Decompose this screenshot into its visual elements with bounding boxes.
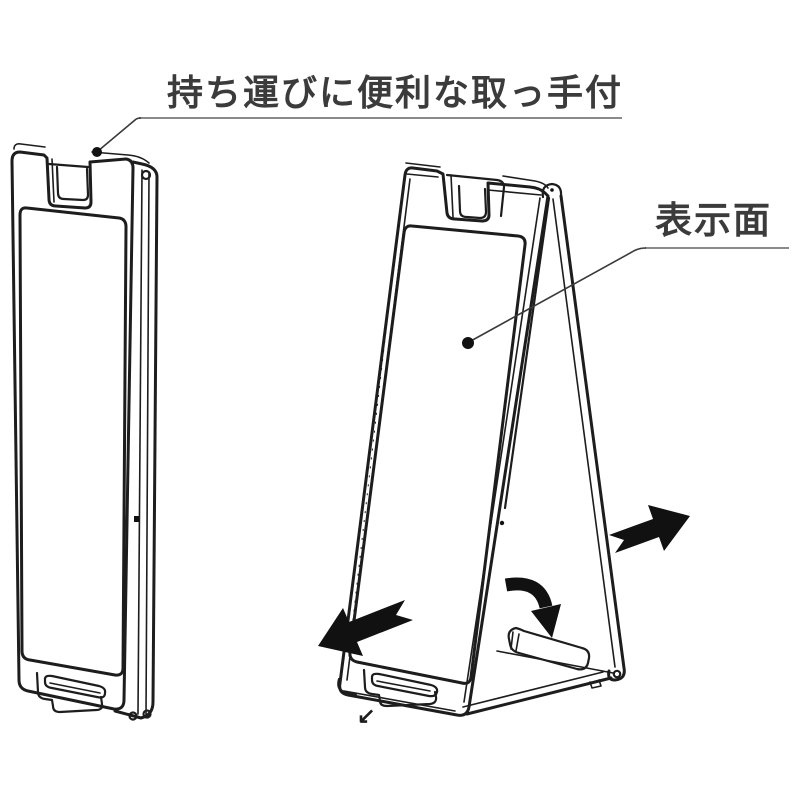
latch-dot: [134, 516, 139, 522]
unfold-direction-arrow-down-left: [318, 600, 413, 656]
handle-grip-bar: [47, 162, 90, 169]
aframe-back-right-leg-inner: [552, 198, 616, 668]
display-surface-label: 表示面: [655, 200, 772, 241]
aframe-back-left-leg: [503, 196, 551, 510]
folded-sign-back-top-edge-right: [91, 151, 150, 164]
aframe-foot-inner-line: [376, 680, 431, 692]
aframe-handle-grip-bar: [445, 173, 506, 218]
bottom-foot-inner-line: [49, 682, 101, 694]
aframe-foot-step: [362, 668, 438, 708]
base-crossbar: [507, 626, 591, 671]
folded-sign-back-top-edge: [13, 143, 46, 150]
front-top-band-right: [487, 189, 542, 196]
callout-dot-handle: [92, 147, 102, 157]
base-near-edge-inner: [462, 671, 604, 708]
aframe-handle-recess: [457, 184, 488, 220]
aframe-back-right-leg-outer: [559, 194, 626, 682]
open-a-frame-sign-stand: [337, 162, 626, 717]
handle-depth-line: [51, 158, 55, 203]
aframe-corner-foot: [337, 677, 358, 696]
hinge-pin: [550, 188, 554, 192]
front-bottom-band: [343, 690, 456, 712]
base-latch-tab: [589, 679, 602, 689]
folded-sign-front-face: [10, 150, 135, 711]
foot-cap-2: [142, 709, 152, 719]
surface-leader-line: [468, 247, 647, 343]
handle-label: 持ち運びに便利な取っ手付: [166, 72, 623, 113]
folded-sign-panel: [10, 143, 159, 721]
handle-leader-line: [97, 117, 142, 152]
leg-foot-cap: [612, 669, 622, 679]
folded-sign-display-area: [18, 206, 128, 677]
screw-dot: [499, 520, 505, 526]
aframe-back-top-edge-right: [502, 175, 549, 189]
folded-sign-side-face: [113, 160, 159, 720]
corner-direction-mark: ↙: [357, 703, 376, 728]
crossbar-end-line-2: [515, 633, 520, 652]
crossbar-end-line-1: [510, 631, 514, 650]
aframe-back-top-edge-left: [405, 162, 441, 168]
hinge-pin-hole: [140, 169, 152, 181]
fold-seam-line-2: [145, 172, 150, 717]
rotate-open-arrow: [504, 577, 561, 638]
hinge-cap: [541, 182, 563, 199]
bottom-foot-step: [35, 671, 104, 714]
unfold-direction-arrow-right: [609, 505, 690, 553]
front-right-edge-inner: [463, 197, 541, 703]
fold-seam-line-1: [137, 169, 143, 715]
handle-callout: [92, 117, 622, 157]
front-top-band-left: [406, 173, 439, 178]
aframe-display-surface: [348, 224, 527, 685]
surface-callout: [462, 247, 789, 349]
aframe-handle-depth-line: [450, 174, 454, 218]
handle-recess: [55, 165, 90, 202]
aframe-foot-bar: [370, 672, 439, 698]
aframe-front-panel: [338, 166, 550, 717]
foot-cap-1: [128, 711, 138, 721]
bottom-foot-bar: [43, 674, 107, 699]
callout-dot-surface: [462, 337, 474, 349]
base-near-edge: [465, 676, 613, 716]
